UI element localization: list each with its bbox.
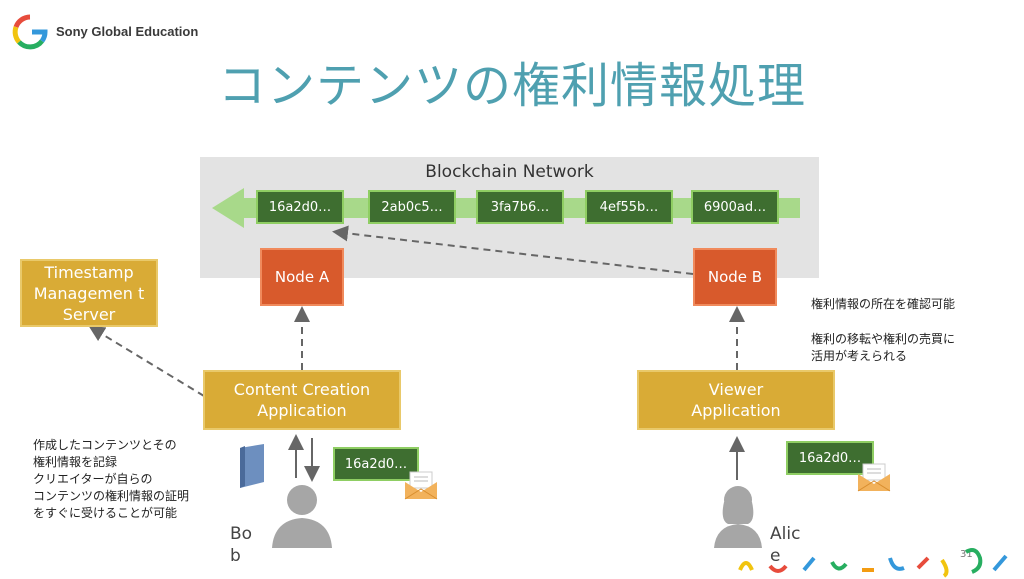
envelope-icon: [404, 471, 438, 500]
viewer-label: Viewer Application: [691, 380, 781, 420]
right-note-1: 権利情報の所在を確認可能: [811, 297, 956, 311]
page-number: 31: [960, 549, 973, 560]
node-b: Node B: [693, 248, 777, 306]
viewer-app: Viewer Application: [637, 370, 835, 430]
bob-hash-tag: 16a2d0…: [333, 447, 419, 481]
blockchain-label: Blockchain Network: [425, 162, 594, 182]
block-5: 6900ad…: [691, 190, 779, 224]
brand-logo-icon: [12, 14, 48, 50]
block-4: 4ef55b…: [585, 190, 673, 224]
block-2: 2ab0c5…: [368, 190, 456, 224]
left-note: 作成したコンテンツとその 権利情報を記録 クリエイターが自らの コンテンツの権利…: [33, 438, 190, 520]
alice-name: Alic e: [770, 524, 801, 566]
node-a: Node A: [260, 248, 344, 306]
block-3: 3fa7b6…: [476, 190, 564, 224]
decorative-confetti: [738, 548, 1008, 578]
timestamp-server-box: Timestamp Managemen t Server: [20, 259, 158, 327]
bob-name: Bo b: [230, 524, 253, 566]
person-icon: [272, 485, 332, 548]
book-icon: [240, 444, 264, 488]
page-title: コンテンツの権利情報処理: [217, 58, 806, 114]
block-1: 16a2d0…: [256, 190, 344, 224]
brand-name: Sony Global Education: [56, 24, 199, 39]
timestamp-server-label: Timestamp Managemen t Server: [33, 262, 145, 324]
right-note-2: 権利の移転や権利の売買に 活用が考えられる: [811, 332, 956, 363]
envelope-icon: [857, 463, 891, 492]
alice-hash-tag: 16a2d0…: [786, 441, 874, 475]
person-icon: [714, 486, 762, 548]
content-creation-app: Content Creation Application: [203, 370, 401, 430]
content-creation-label: Content Creation Application: [233, 380, 371, 420]
